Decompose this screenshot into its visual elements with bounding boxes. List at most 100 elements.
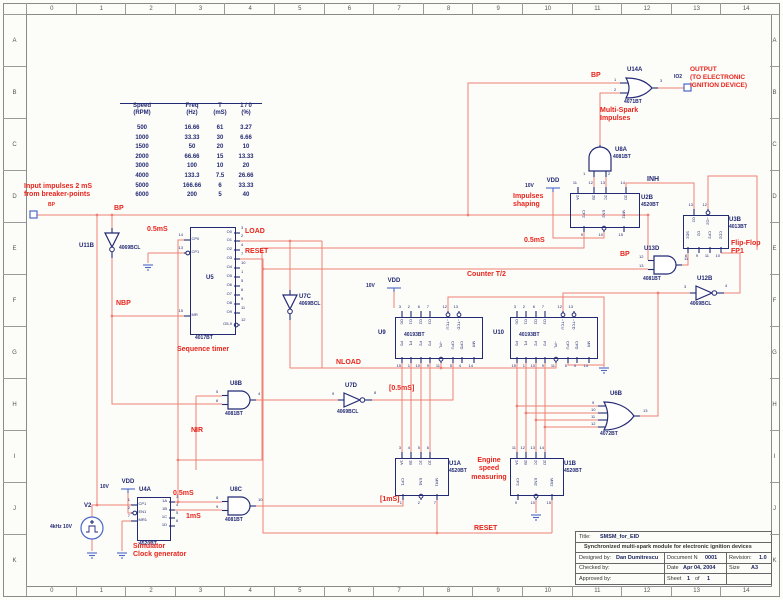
gate-u7d[interactable] <box>334 389 378 427</box>
pin-number: 10 <box>530 363 535 368</box>
pin-label: 1A <box>399 459 405 465</box>
pin-number: 13 <box>453 304 458 309</box>
v2-source[interactable] <box>81 517 103 539</box>
wire-junction <box>261 267 265 271</box>
pin-label: ~PL <box>553 341 559 349</box>
ic-u2b-ref: U2B <box>641 195 654 201</box>
pin-number: 12 <box>591 421 596 426</box>
pin-number: 3 <box>398 304 401 309</box>
pin-number: 3 <box>513 304 516 309</box>
pin-number: 9 <box>580 232 583 237</box>
table-header: (RPM) <box>133 110 151 116</box>
label-nir: NIR <box>191 427 204 434</box>
pin-number: 7 <box>127 513 130 518</box>
frame-row-label: B <box>3 66 26 119</box>
note-input: Input impulses 2 mS from breaker-points <box>24 183 93 199</box>
pin-number: 13 <box>530 445 535 450</box>
pin-label: 2A <box>514 459 520 465</box>
ic-u1a[interactable] <box>395 458 449 496</box>
pin-number: 2 <box>417 500 420 505</box>
ic-u4a[interactable] <box>137 497 171 541</box>
ic-u2b[interactable] <box>570 193 640 228</box>
frame-col-label: 0 <box>26 586 77 596</box>
pin-label: CD2 <box>718 231 724 240</box>
label-bp-u13d: BP <box>620 251 630 258</box>
vdd-u9: VDD <box>387 278 401 284</box>
table-cell: 40 <box>242 192 250 199</box>
pin-label: CPU <box>450 341 456 350</box>
table-cell: 6 <box>218 182 222 189</box>
document-number: 0001 <box>705 555 718 561</box>
ic-u9[interactable] <box>395 317 483 359</box>
pin-label: O2 <box>533 318 539 324</box>
wire <box>127 490 131 514</box>
frame-col-label: 10 <box>522 3 573 14</box>
pin-number: 7 <box>541 304 544 309</box>
pin-number: 11 <box>684 256 689 261</box>
pin-number: 14 <box>620 180 625 185</box>
wire-junction <box>656 291 660 295</box>
gate-u8b-ref: U8B <box>230 381 243 387</box>
frame-row-label: J <box>3 482 26 535</box>
pin-number: 15 <box>618 232 623 237</box>
pin-number: 10 <box>591 407 596 412</box>
pin-label: O0 <box>399 318 405 324</box>
note-sequence-timer: Sequence timer <box>177 346 230 353</box>
pin-label: 2D <box>542 459 548 465</box>
wire <box>290 363 557 369</box>
label-v2-value: 4kHz 10V <box>50 524 72 530</box>
ic-u5-part: 4017BT <box>195 335 213 341</box>
pin-label: O4 <box>226 264 232 269</box>
frame-col-label: 6 <box>323 586 375 596</box>
frame-row-label: I <box>3 430 26 483</box>
ground-symbol <box>143 265 153 271</box>
label-load: LOAD <box>245 228 265 235</box>
sheet-cell: Sheet 1 of 1 <box>664 574 710 585</box>
frame-col-label: 5 <box>274 586 325 596</box>
frame-row-label: G <box>770 326 779 379</box>
table-rule <box>120 103 262 104</box>
frame-col-label: 14 <box>720 586 771 596</box>
table-cell: 33.33 <box>238 182 254 189</box>
gate-u8c[interactable] <box>218 493 262 531</box>
pin-label: 1B <box>408 459 414 465</box>
pin-number: 13 <box>600 180 605 185</box>
gate-u11b[interactable] <box>100 224 144 262</box>
vdd-u9-volt: 10V <box>366 283 375 289</box>
wire-junction <box>176 500 180 504</box>
frame-row-label: I <box>770 430 779 483</box>
ic-u4a-ref: U4A <box>139 487 152 493</box>
ground-symbol <box>87 553 97 559</box>
wire-junction <box>110 314 114 318</box>
gate-u13d[interactable] <box>644 252 688 290</box>
table-header: Freq <box>185 103 199 109</box>
pin-label: 2C <box>533 459 539 465</box>
sheet-label: Sheet <box>667 576 682 582</box>
table-cell: 100 <box>186 163 197 170</box>
pin-number: 12 <box>588 180 593 185</box>
pin-number: 3 <box>176 494 179 499</box>
table-cell: 20 <box>216 144 224 151</box>
pin-number: 11 <box>591 414 596 419</box>
pin-label: ~TCU <box>560 318 566 330</box>
wire-junction <box>466 213 470 217</box>
ic-u10[interactable] <box>510 317 598 359</box>
frame-row-label: A <box>3 14 26 67</box>
checked-by-label: Checked by: <box>579 565 610 571</box>
pin-number: 10 <box>415 363 420 368</box>
label-bp-conn: BP <box>48 202 55 208</box>
ic-u1b[interactable] <box>510 458 564 496</box>
ic-u3b[interactable] <box>683 215 729 249</box>
ic-u1a-ref: U1A <box>449 461 462 467</box>
ic-u5[interactable] <box>190 227 236 335</box>
pin-label: MR1 <box>138 517 147 522</box>
pin-label: CP2 <box>581 210 587 218</box>
table-header: 1 / 0 <box>240 103 252 109</box>
pin-label: CP2 <box>515 478 521 486</box>
pin-label: MR <box>586 341 592 348</box>
gate-u8b[interactable] <box>218 387 262 425</box>
input-connector[interactable] <box>28 209 39 220</box>
frame-row-label: C <box>3 118 26 171</box>
table-cell: 50 <box>188 144 196 151</box>
ic-u9-part: 40193BT <box>404 332 425 338</box>
